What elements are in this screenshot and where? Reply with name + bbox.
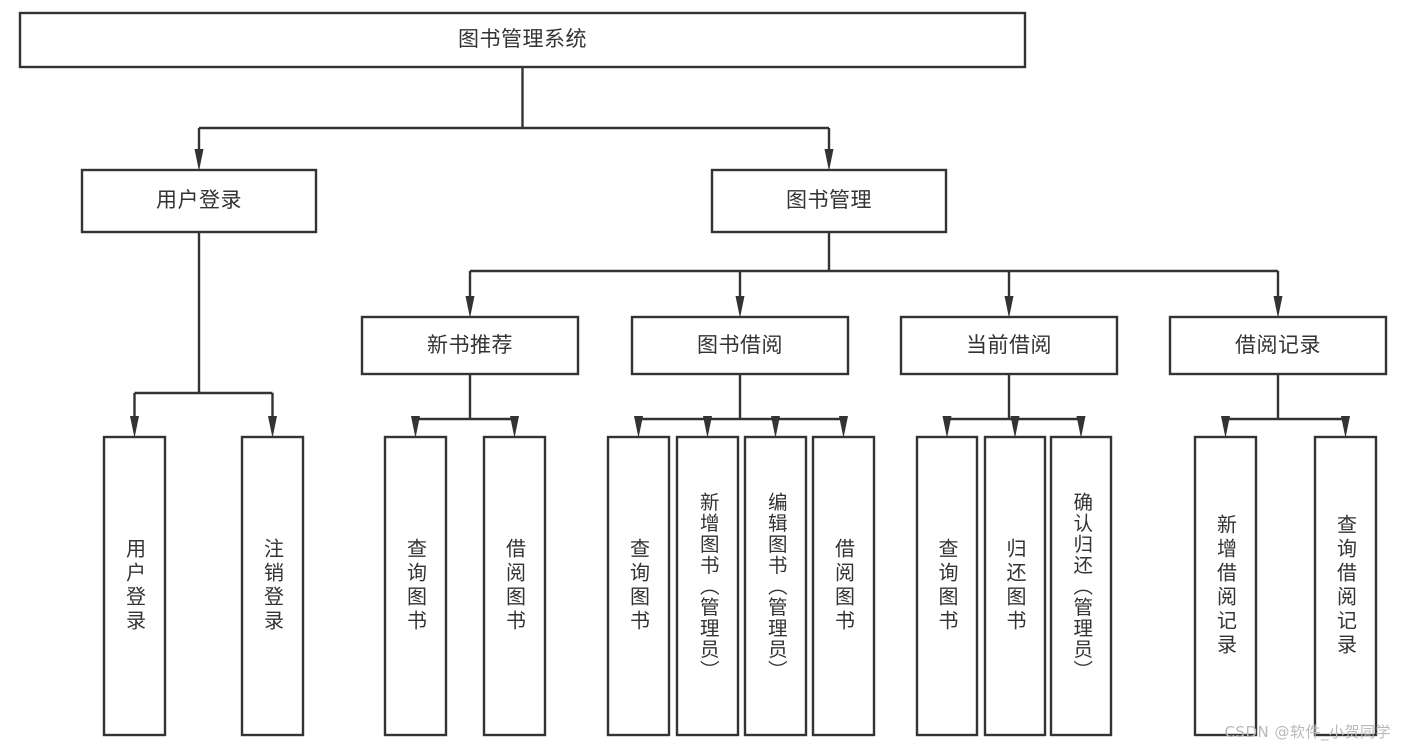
leaf-box-10[interactable]: [1049, 435, 1113, 737]
leaf-box-12[interactable]: [1313, 435, 1378, 737]
node-links-layer: [130, 67, 1350, 438]
arrow-head-icon: [411, 416, 420, 438]
leaf-box-0[interactable]: [102, 435, 167, 737]
leaf-box-11[interactable]: [1193, 435, 1258, 737]
arrow-head-icon: [1273, 296, 1283, 318]
arrow-head-icon: [130, 416, 139, 438]
leaf-box-5[interactable]: [675, 435, 740, 737]
arrow-head-icon: [268, 416, 277, 438]
level3-box-1[interactable]: [630, 315, 850, 376]
arrow-head-icon: [942, 416, 952, 438]
level2-box-0[interactable]: [80, 168, 318, 234]
level2-box-1[interactable]: [710, 168, 948, 234]
arrow-head-icon: [839, 416, 848, 438]
level3-box-3[interactable]: [1168, 315, 1388, 376]
arrow-head-icon: [1221, 416, 1230, 438]
leaf-box-1[interactable]: [240, 435, 305, 737]
arrow-head-icon: [510, 416, 519, 438]
leaf-box-2[interactable]: [383, 435, 448, 737]
leaf-box-6[interactable]: [743, 435, 808, 737]
arrow-head-icon: [1076, 416, 1086, 438]
arrow-head-icon: [194, 149, 204, 171]
arrow-head-icon: [1341, 416, 1350, 438]
arrow-head-icon: [824, 149, 834, 171]
leaf-box-7[interactable]: [811, 435, 876, 737]
level3-box-2[interactable]: [899, 315, 1119, 376]
node-boxes-layer: [18, 11, 1388, 737]
leaf-box-3[interactable]: [482, 435, 547, 737]
arrow-head-icon: [703, 416, 712, 438]
arrow-head-icon: [465, 296, 475, 318]
arrow-head-icon: [1010, 416, 1020, 438]
leaf-box-4[interactable]: [606, 435, 671, 737]
level3-box-0[interactable]: [360, 315, 580, 376]
root-box-0[interactable]: [18, 11, 1027, 69]
watermark-text: CSDN @软件_小贺同学: [1224, 723, 1391, 741]
arrow-head-icon: [1004, 296, 1014, 318]
arrow-head-icon: [735, 296, 745, 318]
arrow-head-icon: [771, 416, 780, 438]
leaf-box-9[interactable]: [983, 435, 1047, 737]
arrow-head-icon: [634, 416, 643, 438]
leaf-box-8[interactable]: [915, 435, 979, 737]
